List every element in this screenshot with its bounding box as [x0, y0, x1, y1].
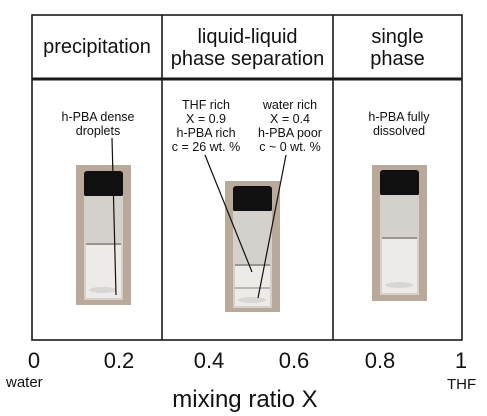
x-tick-label: 1: [454, 348, 468, 373]
region-header-precipitation: precipitation: [43, 36, 151, 58]
note-water-rich: water rich X = 0.4 h-PBA poor c ~ 0 wt. …: [258, 98, 322, 154]
note-fully-dissolved: h-PBA fully dissolved: [368, 110, 430, 138]
vial-photo-precipitation: [76, 165, 131, 305]
region-header-single-phase: single phase: [370, 26, 425, 70]
vial-photo-single-phase: [372, 165, 427, 301]
x-axis-title: mixing ratio X: [172, 386, 318, 413]
x-tick-label: 0.4: [193, 348, 225, 373]
x-tick-label: 0.8: [364, 348, 396, 373]
x-tick-label: 0: [27, 348, 41, 373]
plot-border: [31, 14, 463, 341]
x-tick-label: 0.6: [278, 348, 310, 373]
note-dense-droplets: h-PBA dense droplets: [61, 110, 135, 138]
pointer-droplets: [111, 137, 117, 296]
pointer-thf-rich: [204, 154, 253, 273]
region-header-phase-separation: liquid-liquid phase separation: [170, 26, 325, 70]
axis-left-end-label: water: [6, 374, 43, 391]
x-tick-label: 0.2: [103, 348, 135, 373]
note-thf-rich: THF rich X = 0.9 h-PBA rich c = 26 wt. %: [171, 98, 241, 154]
axis-right-end-label: THF: [447, 376, 477, 393]
pointer-water-rich: [257, 154, 287, 299]
vial-photo-phase-separation: [225, 181, 280, 312]
